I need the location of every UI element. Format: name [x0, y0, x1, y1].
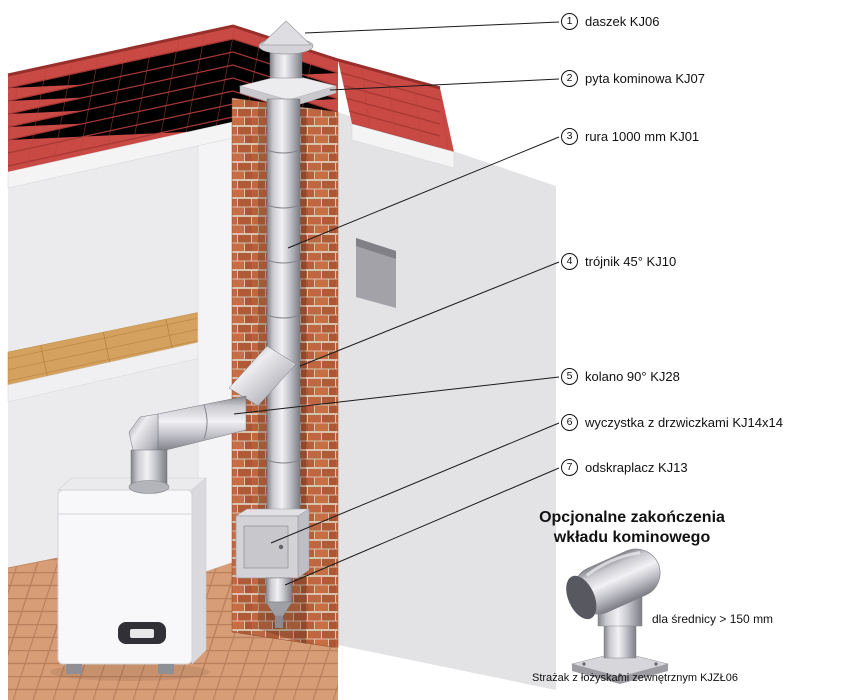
leader-6	[270, 422, 560, 544]
callout-trojnik: 4 trójnik 45° KJ10	[561, 253, 676, 270]
tee-45-branch	[228, 345, 297, 407]
callout-daszek: 1 daszek KJ06	[561, 13, 659, 30]
cowl-caption: Strażak z łożyskami zewnętrznym KJZŁ06	[531, 672, 738, 684]
callout-odskraplacz: 7 odskraplacz KJ13	[561, 459, 688, 476]
callout-5-label: kolano 90° KJ28	[585, 369, 680, 384]
callout-4-number: 4	[561, 253, 578, 270]
callout-6-number: 6	[561, 414, 578, 431]
callout-1-label: daszek KJ06	[585, 14, 660, 29]
leader-3	[287, 136, 560, 249]
leader-lines	[233, 21, 560, 586]
callout-5-number: 5	[561, 368, 578, 385]
chimney-cap	[258, 20, 314, 79]
callout-1-number: 1	[561, 13, 578, 30]
callout-6-label: wyczystka z drzwiczkami KJ14x14	[585, 415, 783, 430]
condensate-drain	[265, 577, 293, 628]
callout-7-label: odskraplacz KJ13	[585, 460, 688, 475]
callout-7-number: 7	[561, 459, 578, 476]
cleanout-box	[235, 508, 310, 579]
optional-endings-title: Opcjonalne zakończenia wkładu kominowego	[506, 508, 758, 547]
leader-5	[233, 376, 560, 415]
optional-title-line1: Opcjonalne zakończenia	[539, 509, 725, 526]
callout-2-label: pyta kominowa KJ07	[585, 71, 705, 86]
callout-3-label: rura 1000 mm KJ01	[585, 129, 700, 144]
callout-4-label: trójnik 45° KJ10	[585, 254, 677, 269]
diameter-note: dla średnicy > 150 mm	[652, 612, 774, 626]
callout-3-number: 3	[561, 128, 578, 145]
outer-wall	[338, 112, 556, 690]
callout-2-number: 2	[561, 70, 578, 87]
leader-1	[304, 21, 560, 34]
boiler	[50, 477, 210, 681]
rotating-cowl-illustration	[566, 548, 670, 684]
callout-wyczystka: 6 wyczystka z drzwiczkami KJ14x14	[561, 414, 783, 431]
callout-kolano: 5 kolano 90° KJ28	[561, 368, 680, 385]
flue-pipe-run	[128, 98, 301, 519]
leader-2	[329, 78, 560, 91]
leader-4	[299, 261, 560, 367]
callout-rura: 3 rura 1000 mm KJ01	[561, 128, 699, 145]
callout-plyta-kominowa: 2 pyta kominowa KJ07	[561, 70, 705, 87]
leader-7	[284, 467, 560, 586]
roof	[7, 24, 455, 189]
optional-title-line2: wkładu kominowego	[553, 528, 711, 546]
flue-pipe-vertical	[266, 98, 301, 519]
